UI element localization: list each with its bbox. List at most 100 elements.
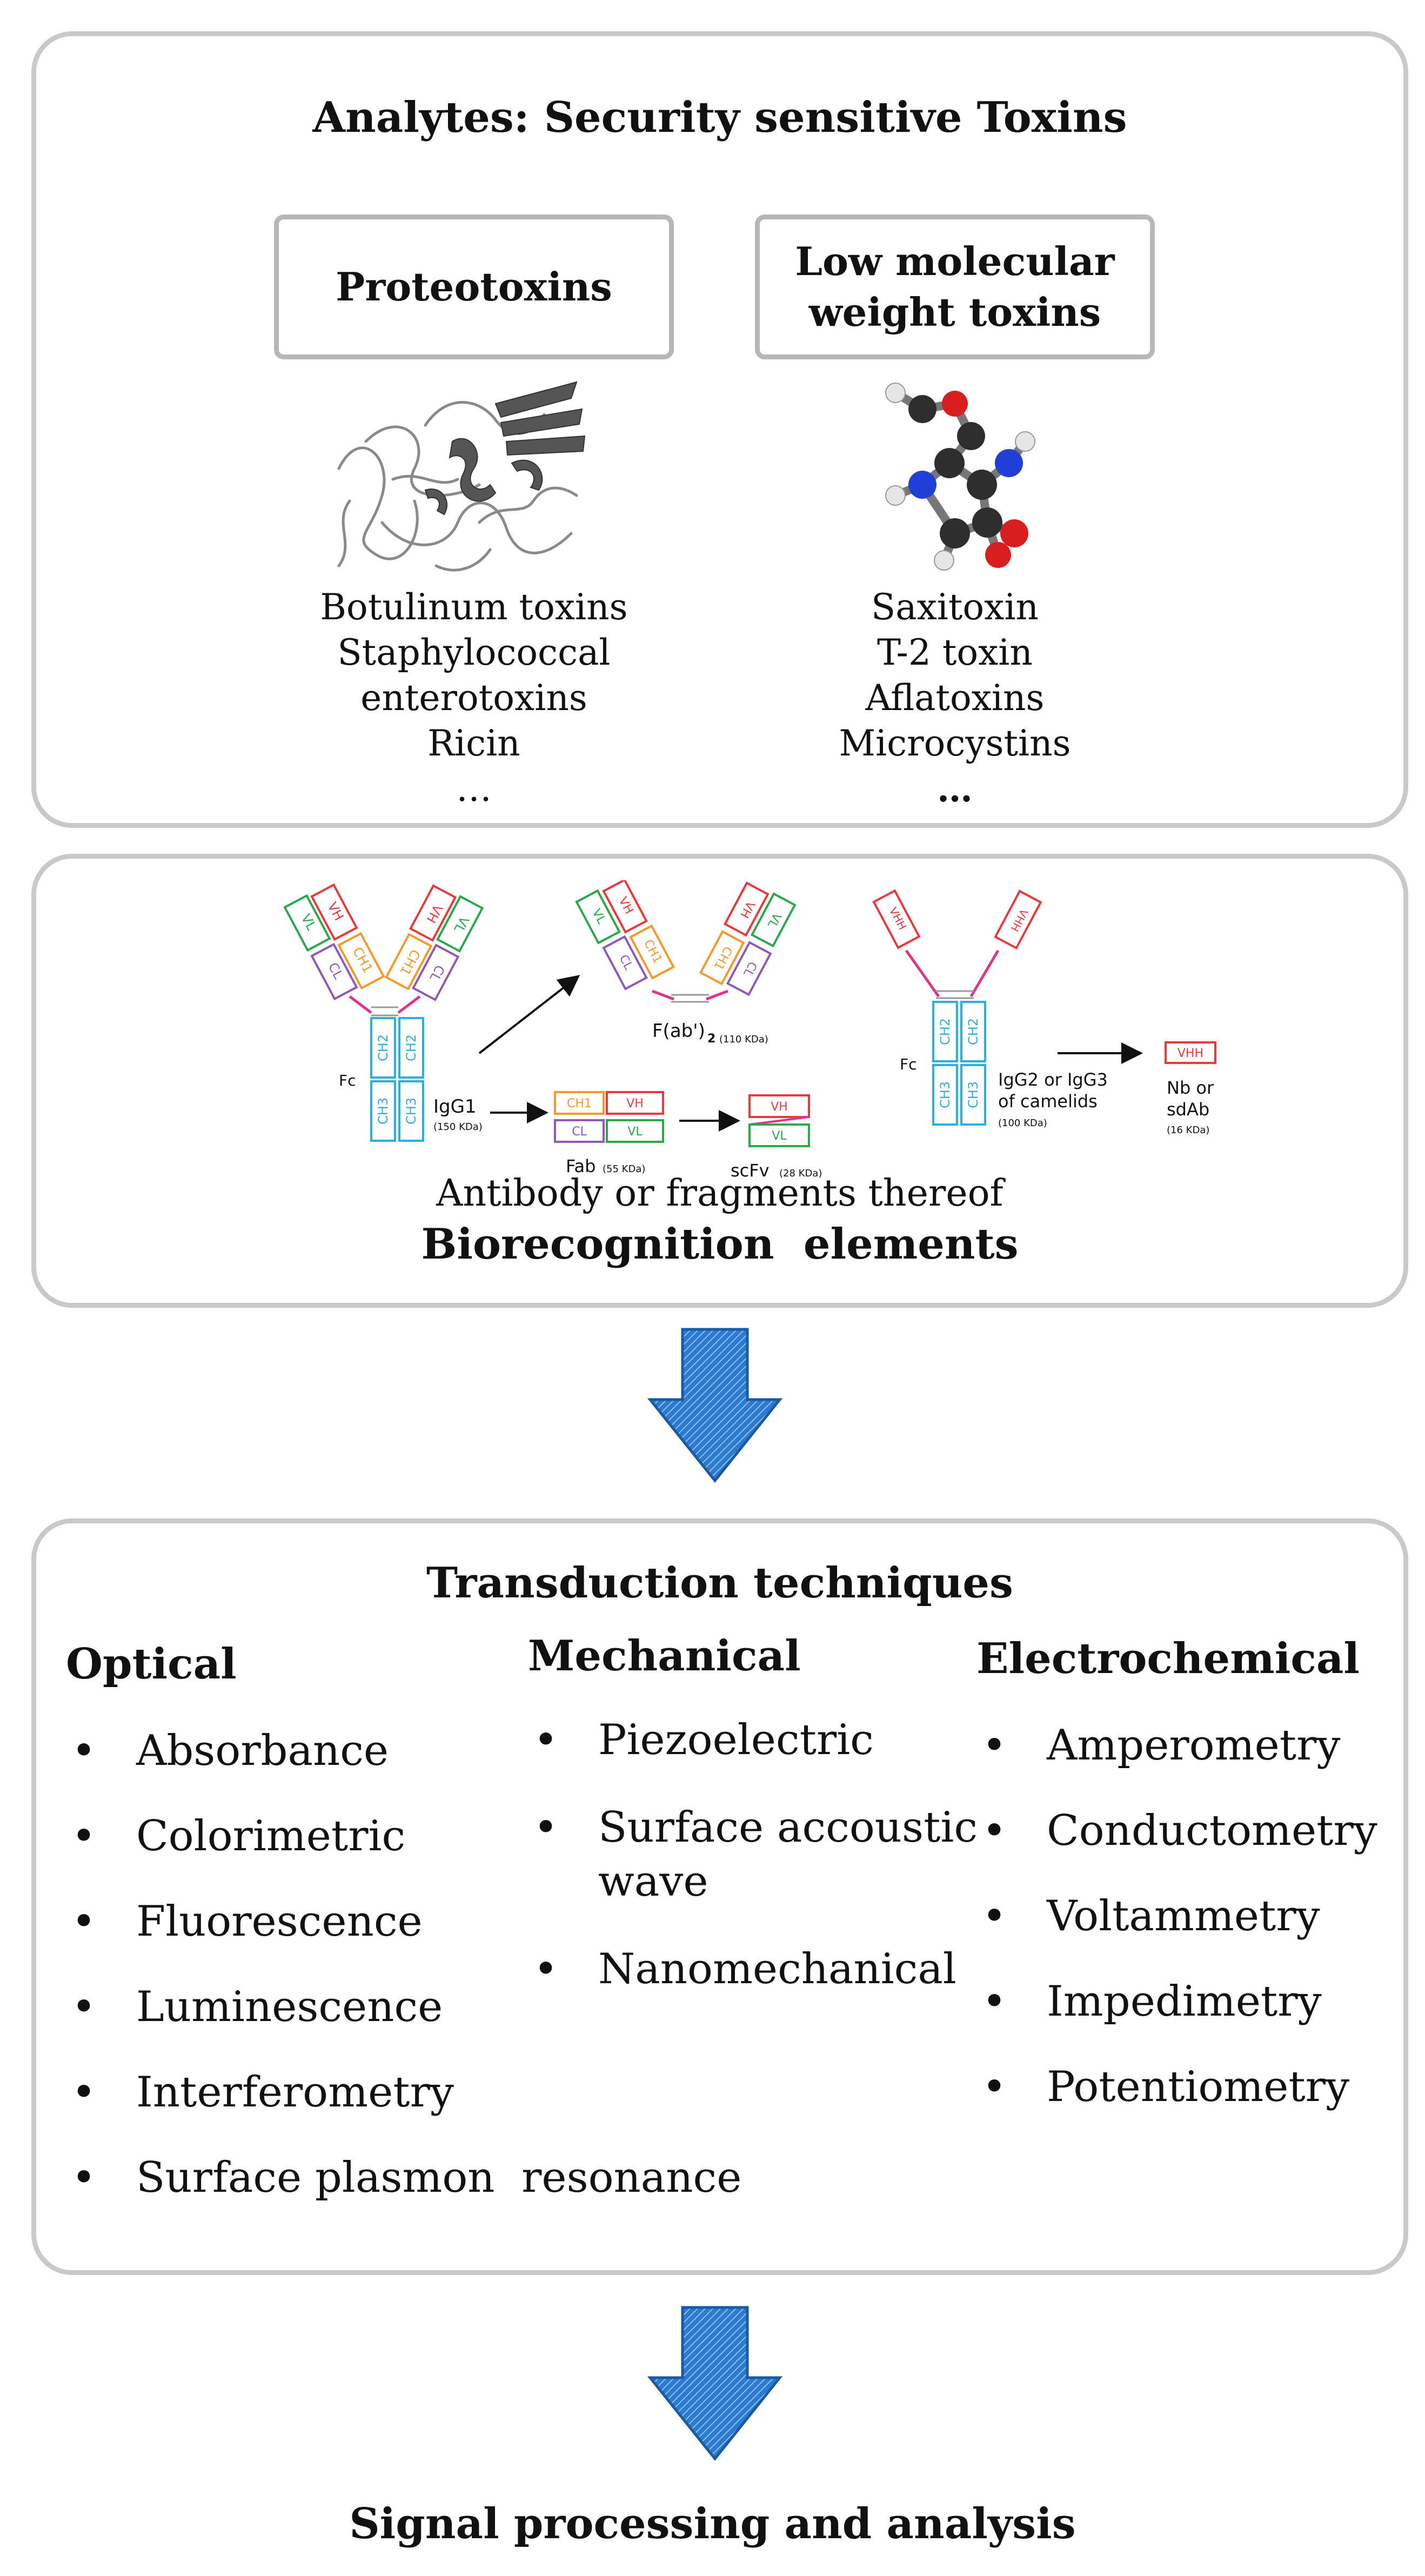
list-item-label: Interferometry: [136, 2068, 454, 2117]
bullet-icon: •: [982, 2063, 1007, 2111]
electrochemical-heading: Electrochemical: [976, 1634, 1360, 1683]
fab-size-label: (55 KDa): [603, 1163, 645, 1175]
biorecognition-title: Biorecognition elements: [421, 1220, 1019, 1269]
list-item-label: Voltammetry: [1047, 1892, 1320, 1941]
proteotoxin-example: …: [456, 768, 492, 809]
ch2-domain-label: CH2: [966, 1018, 981, 1045]
ch2-domain-label: CH2: [938, 1018, 953, 1045]
biorecognition-panel: VL VH CL CH1 VH VL: [31, 854, 1408, 1308]
nanobody-structure: VHH Nb or sdAb (16 KDa): [1165, 1041, 1216, 1136]
nb-label-line1: Nb or: [1167, 1078, 1214, 1098]
list-item: •Amperometry: [976, 1721, 1377, 1770]
arrow-to-fab2: [478, 975, 580, 1054]
analytes-panel: Analytes: Security sensitive Toxins Prot…: [31, 31, 1408, 828]
vh-domain-label: VH: [771, 1100, 788, 1114]
bullet-icon: •: [982, 1806, 1007, 1855]
protein-structure-image: [337, 381, 586, 572]
fc-label: Fc: [339, 1072, 356, 1089]
proteotoxin-example: enterotoxins: [360, 677, 587, 719]
bullet-icon: •: [982, 1977, 1007, 2026]
scfv-size-label: (28 KDa): [779, 1168, 822, 1179]
bullet-icon: •: [533, 1716, 559, 1764]
electrochemical-list: •Amperometry •Conductometry •Voltammetry…: [976, 1721, 1377, 2147]
ch3-domain-label: CH3: [404, 1098, 419, 1125]
ch1-domain-label: CH1: [567, 1097, 592, 1110]
igg1-label: IgG1: [433, 1096, 477, 1118]
molecule-structure-image: [885, 383, 1035, 571]
bullet-icon: •: [71, 1897, 97, 1946]
list-item-label: Amperometry: [1047, 1721, 1341, 1770]
fab2-subscript: 2: [707, 1032, 715, 1046]
fc-label: Fc: [900, 1055, 917, 1073]
proteotoxin-example: Botulinum toxins: [320, 586, 628, 628]
fab2-size-label: (110 KDa): [719, 1034, 768, 1045]
lmw-toxin-example: Aflatoxins: [865, 677, 1045, 719]
optical-list: •Absorbance •Colorimetric •Fluorescence …: [66, 1726, 741, 2238]
ch3-domain-label: CH3: [376, 1098, 391, 1125]
lmw-label-line2: weight toxins: [808, 289, 1101, 335]
transduction-title: Transduction techniques: [426, 1558, 1013, 1608]
ch3-domain-label: CH3: [966, 1081, 981, 1108]
lmw-toxins-box: Low molecular weight toxins: [755, 215, 1155, 359]
biorecognition-subtitle: Antibody or fragments thereof: [436, 1172, 1003, 1215]
list-item-label: Fluorescence: [136, 1897, 423, 1946]
bullet-icon: •: [71, 2068, 97, 2117]
mechanical-heading: Mechanical: [528, 1631, 801, 1681]
list-item: • Conductometry: [976, 1806, 1377, 1856]
list-item-label: Surface plasmon resonance: [136, 2153, 742, 2202]
list-item-label: Nanomechanical: [598, 1945, 956, 1993]
camelid-label-line1: IgG2 or IgG3: [998, 1069, 1108, 1090]
lmw-toxin-example: T-2 toxin: [877, 632, 1033, 673]
list-item-label: Absorbance: [136, 1727, 389, 1775]
vl-domain-label: VL: [772, 1129, 787, 1143]
list-item-label: Surface accoustic wave: [598, 1803, 978, 1906]
list-item-label: Piezoelectric: [598, 1716, 874, 1764]
camelid-igg-structure: VHH VHH CH2 CH2 CH3 CH3 Fc IgG2 or IgG3 …: [872, 889, 1108, 1129]
list-item: • Nanomechanical: [528, 1944, 1003, 1994]
down-arrow-icon: [647, 2306, 782, 2461]
optical-heading: Optical: [66, 1640, 237, 1689]
list-item: • Surface plasmon resonance: [66, 2153, 741, 2203]
list-item-label: Conductometry: [1047, 1806, 1377, 1855]
igg1-size-label: (150 KDa): [433, 1121, 483, 1133]
fab-structure: CH1 VH CL VL Fab (55 KDa): [554, 1091, 664, 1176]
scfv-label: scFv: [731, 1160, 770, 1181]
list-item: • Impedimetry: [976, 1977, 1377, 2026]
list-item-label: Potentiometry: [1047, 2063, 1350, 2111]
list-item: •Absorbance: [66, 1726, 741, 1776]
lmw-toxin-examples: Saxitoxin T-2 toxin Aflatoxins Microcyst…: [755, 585, 1155, 812]
fab2-structure: VL VH CL CH1 VH VL: [575, 880, 797, 1046]
ch2-domain-label: CH2: [404, 1034, 419, 1061]
proteotoxin-example: Ricin: [427, 722, 520, 764]
bullet-icon: •: [982, 1892, 1007, 1941]
camelid-size-label: (100 KDa): [998, 1118, 1047, 1129]
list-item: •Surface accoustic wave: [528, 1801, 1009, 1909]
transduction-panel: Transduction techniques Optical •Absorba…: [31, 1518, 1408, 2275]
list-item-label: Impedimetry: [1047, 1977, 1322, 2026]
ch2-domain-label: CH2: [376, 1034, 391, 1061]
nb-label-line2: sdAb: [1167, 1099, 1209, 1120]
proteotoxin-examples: Botulinum toxins Staphylococcal enteroto…: [258, 585, 690, 812]
signal-processing-title: Signal processing and analysis: [349, 2499, 1076, 2548]
proteotoxins-box: Proteotoxins: [274, 215, 674, 359]
lmw-label-line1: Low molecular: [795, 238, 1115, 285]
lmw-toxin-example: …: [937, 768, 973, 810]
fab-label: Fab: [566, 1156, 596, 1176]
list-item: • Potentiometry: [976, 2062, 1377, 2112]
list-item: • Piezoelectric: [528, 1715, 1003, 1765]
lmw-toxin-example: Saxitoxin: [871, 586, 1039, 628]
list-item: • Fluorescence: [66, 1897, 741, 1946]
scfv-structure: VH VL scFv (28 KDa): [731, 1094, 822, 1181]
proteotoxin-example: Staphylococcal: [337, 632, 611, 673]
bullet-icon: •: [71, 2153, 97, 2202]
proteotoxins-label: Proteotoxins: [336, 264, 612, 310]
bullet-icon: •: [533, 1945, 559, 1993]
list-item: •Colorimetric: [66, 1811, 741, 1861]
bullet-icon: •: [71, 1983, 97, 2031]
fab2-label: F(ab'): [652, 1020, 705, 1042]
vl-domain-label: VL: [627, 1125, 643, 1139]
list-item-label: Luminescence: [136, 1983, 443, 2031]
list-item: • Voltammetry: [976, 1891, 1377, 1941]
antibody-diagram: VL VH CL CH1 VH VL: [283, 880, 1216, 1181]
camelid-label-line2: of camelids: [998, 1091, 1098, 1112]
